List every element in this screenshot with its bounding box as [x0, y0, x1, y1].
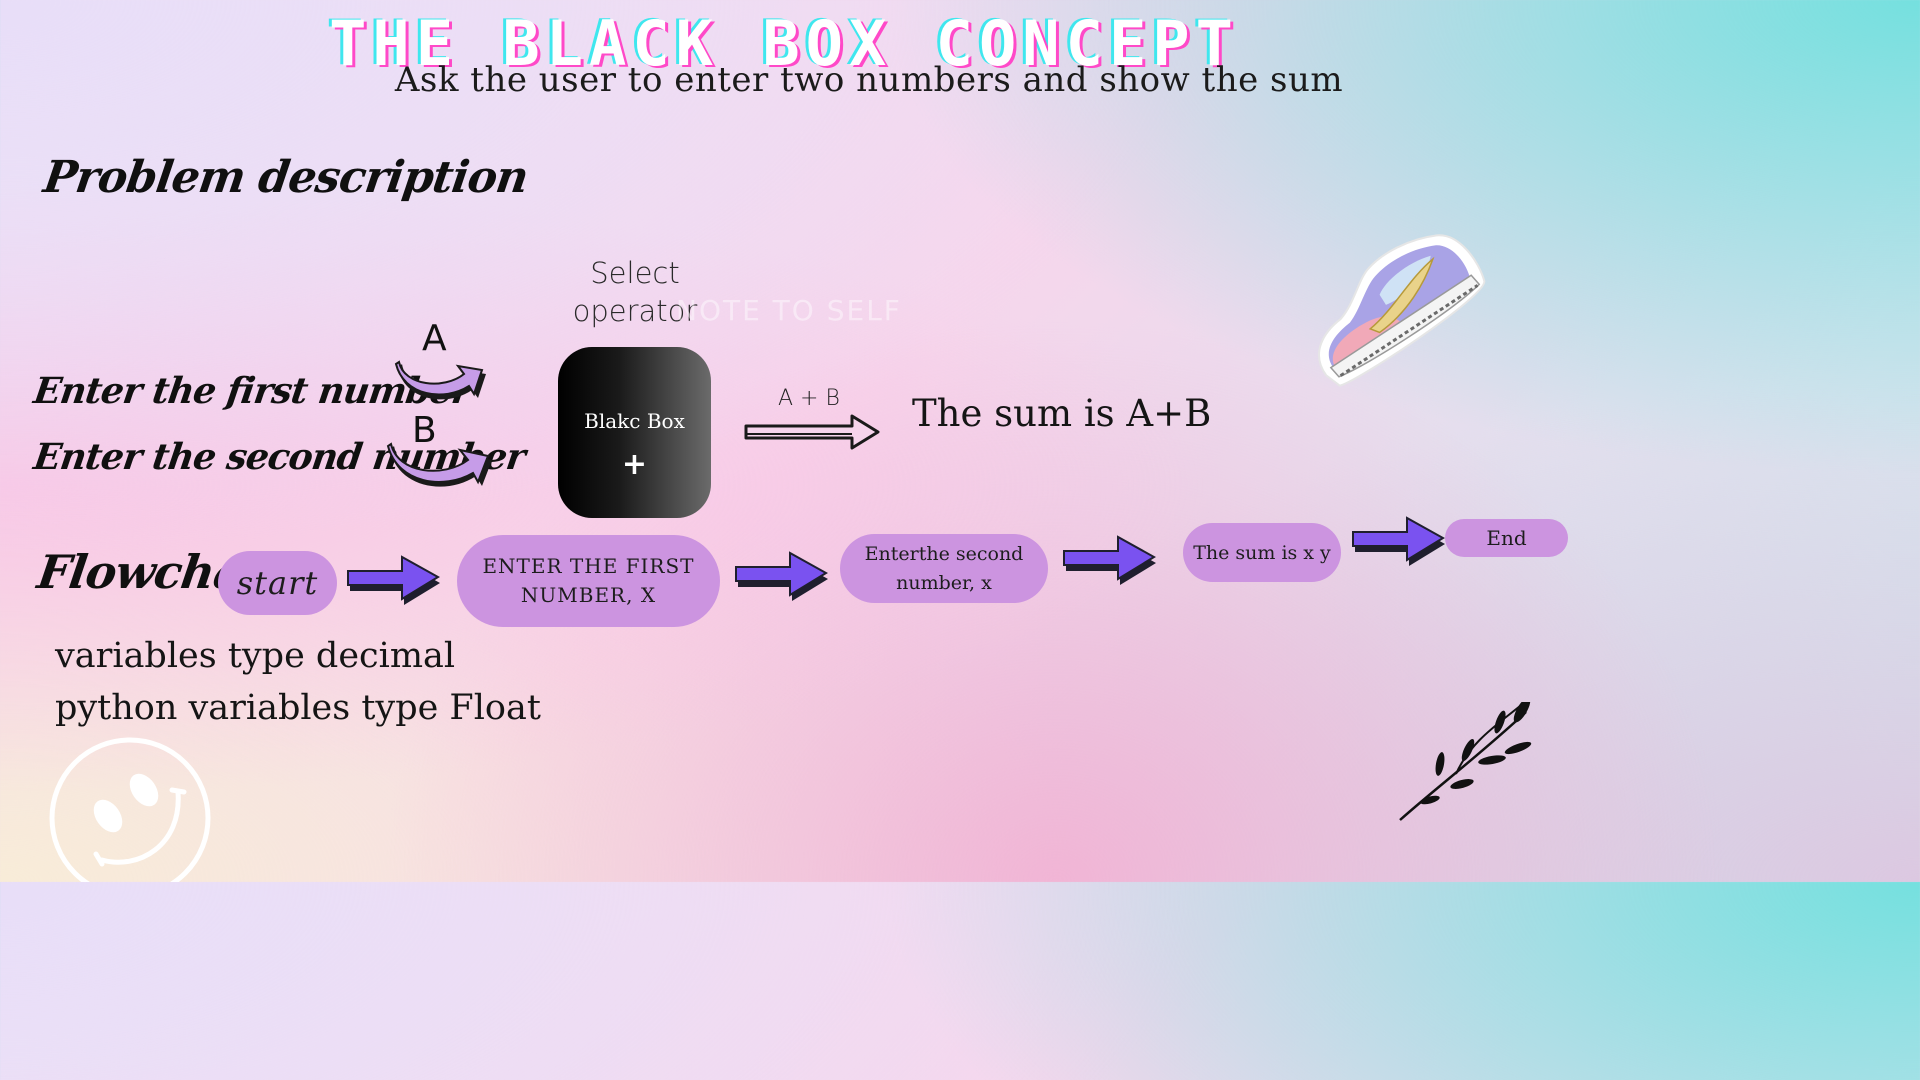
- flowchart-end: End: [1445, 519, 1568, 557]
- leaf-branch-icon: [1399, 702, 1532, 821]
- curved-arrow-b-icon: [386, 442, 492, 487]
- result-text: The sum is A+B: [912, 392, 1212, 435]
- select-operator-line-2: operator: [572, 294, 698, 328]
- problem-description-heading: Problem description: [40, 152, 531, 203]
- black-box-label: Blakc Box: [584, 409, 685, 433]
- python-type-note: python variables type Float: [55, 688, 541, 728]
- curved-arrow-a-icon: [394, 360, 486, 400]
- output-arrow-icon: [744, 414, 880, 450]
- page-subtitle: Ask the user to enter two numbers and sh…: [394, 60, 1344, 100]
- variables-type-note: variables type decimal: [55, 636, 456, 676]
- flowchart-start: start: [218, 551, 337, 615]
- flow-arrow-icon: [1352, 516, 1445, 566]
- page-title: THE BLACK BOX CONCEPT: [329, 7, 1239, 80]
- plus-operator: +: [621, 447, 648, 482]
- sneaker-sticker-icon: [1318, 234, 1486, 387]
- select-operator-line-1: Select: [590, 256, 680, 290]
- flow-arrow-icon: [347, 555, 440, 605]
- black-box: Blakc Box +: [558, 347, 711, 518]
- input-b-label: B: [412, 410, 437, 451]
- flowchart-enter-second: Enterthe second number, x: [840, 534, 1048, 603]
- variables-notes: variables type decimal python variables …: [55, 630, 541, 734]
- flow-arrow-icon: [735, 551, 828, 601]
- smiley-face-icon: [49, 737, 211, 882]
- input-a-label: A: [422, 318, 447, 359]
- flowchart-sum: The sum is x y: [1183, 523, 1341, 582]
- output-arrow-label: A + B: [778, 386, 840, 411]
- faint-watermark-note: NOTE TO SELF: [676, 294, 902, 327]
- flow-arrow-icon: [1063, 535, 1156, 585]
- flowchart-enter-first: ENTER THE FIRST NUMBER, X: [457, 535, 720, 627]
- select-operator-label: Select operator: [560, 254, 710, 330]
